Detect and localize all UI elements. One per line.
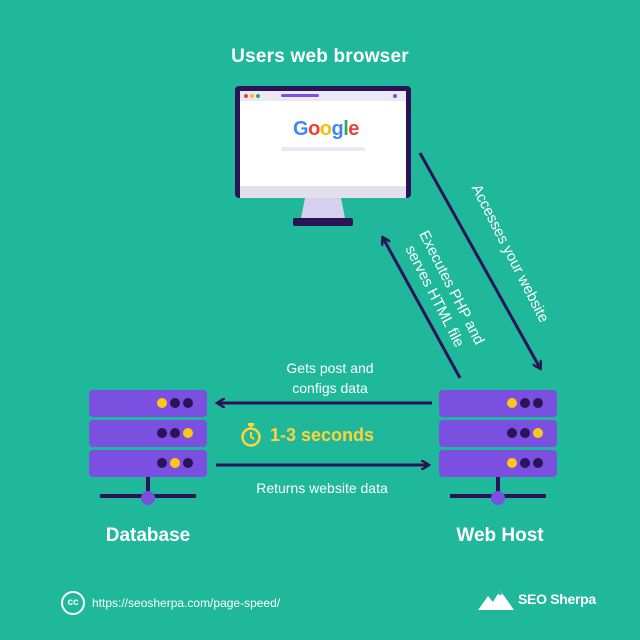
arrow-access: [418, 152, 540, 368]
gets-label: Gets post and configs data: [250, 358, 410, 398]
timing-badge: 1-3 seconds: [240, 423, 410, 447]
brand-text: SEO Sherpa: [518, 591, 596, 607]
gets-line1: Gets post and: [286, 360, 374, 376]
timing-label: 1-3 seconds: [270, 424, 375, 445]
stopwatch-icon: [241, 423, 261, 447]
brand-logo: SEO Sherpa: [478, 588, 596, 610]
browser-label: Users web browser: [231, 46, 409, 67]
arrow-execute: [383, 238, 462, 379]
monitor-icon: [235, 86, 411, 226]
cc-icon: cc: [61, 591, 85, 615]
mountain-icon: [478, 590, 514, 610]
google-logo: Google: [293, 118, 359, 140]
footer-url[interactable]: https://seosherpa.com/page-speed/: [92, 596, 281, 610]
database-server-icon: [89, 390, 207, 505]
gets-line2: configs data: [292, 380, 368, 396]
web-host-label: Web Host: [456, 525, 544, 546]
returns-label: Returns website data: [256, 480, 388, 496]
database-label: Database: [105, 525, 191, 546]
web-host-server-icon: [439, 390, 557, 505]
